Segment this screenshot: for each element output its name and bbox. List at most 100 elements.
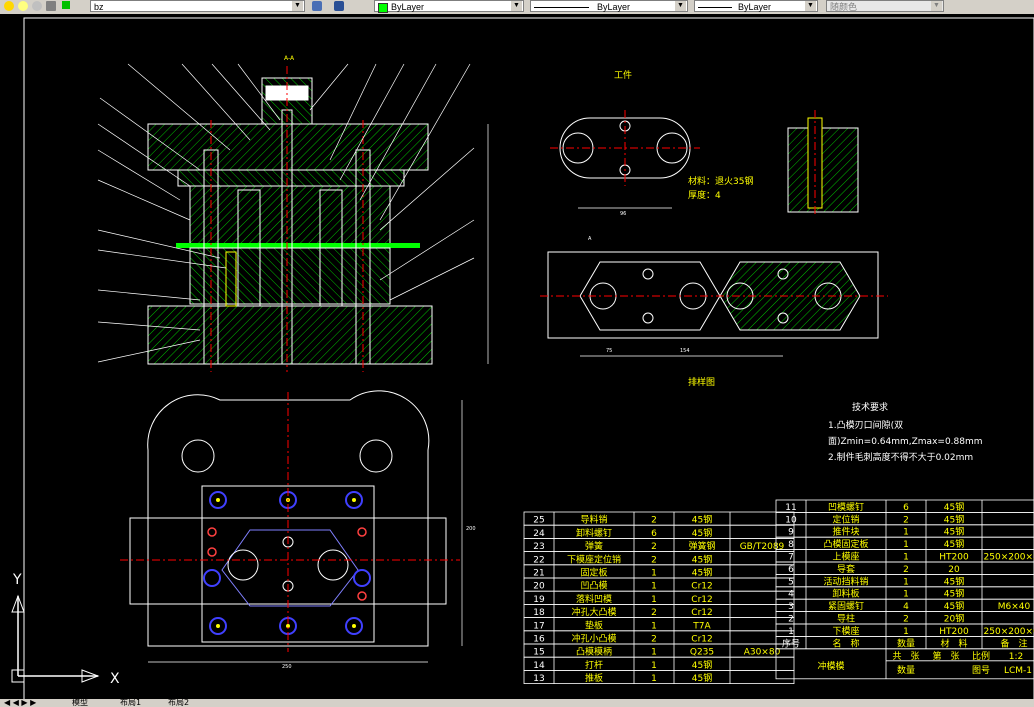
tab-model[interactable]: 模型 xyxy=(72,698,88,707)
bom-cell-qty: 2 xyxy=(651,555,657,565)
bom-cell-name: 卸料螺钉 xyxy=(576,527,612,539)
bom-cell-mat: Cr12 xyxy=(691,582,712,592)
bom-cell-name: 落料凹模 xyxy=(576,593,612,605)
plan-view[interactable]: 250 200 xyxy=(120,390,476,670)
bom-cell-no: 20 xyxy=(533,582,545,592)
layer-previous-icon[interactable] xyxy=(312,1,322,11)
bom-cell-qty: 1 xyxy=(651,569,657,579)
layer-lock-icon[interactable] xyxy=(32,1,42,11)
strip-outline xyxy=(547,251,879,339)
workpiece-title: 工件 xyxy=(614,69,632,81)
lineweight-dropdown[interactable]: ByLayer ▼ xyxy=(694,0,818,12)
bom-cell-no: 10 xyxy=(785,515,797,525)
bom-cell-mat: 45钢 xyxy=(692,672,712,684)
workpiece-view[interactable]: 工件 96 材料：退火35钢 厚度：4 xyxy=(550,69,753,217)
bom-cell-mat: 45钢 xyxy=(944,588,964,600)
bom-cell-qty: 1 xyxy=(903,553,909,563)
bom-cell-qty: 2 xyxy=(903,565,909,575)
dim-200-label: 200 xyxy=(466,526,476,532)
title-block-sheet-no: 第 张 xyxy=(932,650,959,662)
chevron-down-icon[interactable]: ▼ xyxy=(805,1,816,11)
color-dropdown[interactable]: ByLayer ▼ xyxy=(374,0,524,13)
title-block-drawing-no: LCM-1 xyxy=(1004,666,1032,676)
bom-cell-name: 凸模模柄 xyxy=(576,646,612,658)
tab-layout1[interactable]: 布局1 xyxy=(120,698,142,707)
plan-screws xyxy=(203,491,371,635)
detail-view[interactable] xyxy=(787,110,859,214)
assembly-section-view[interactable]: A-A xyxy=(97,55,489,372)
bom-cell-mat: 45钢 xyxy=(692,553,712,565)
bom-cell-name: 卸料板 xyxy=(832,588,859,600)
bom-cell-name: 弹簧 xyxy=(585,540,603,552)
bom-cell-qty: 2 xyxy=(651,516,657,526)
strip-hole-small-3 xyxy=(777,268,789,280)
bom-cell-qty: 1 xyxy=(651,661,657,671)
plan-outline xyxy=(147,390,430,647)
bom-row xyxy=(523,670,795,685)
bom-cell-no: 9 xyxy=(788,528,794,538)
ucs-y-label: Y xyxy=(12,572,22,588)
bom-cell-name: 冲孔大凸模 xyxy=(571,606,616,618)
bom-cell-note: GB/T2089 xyxy=(740,542,785,552)
section-label: A-A xyxy=(284,55,295,62)
strip-hole-small-4 xyxy=(777,312,789,324)
title-block xyxy=(775,648,1034,680)
lineweight-dropdown-value: ByLayer xyxy=(738,2,772,12)
layer-on-icon[interactable] xyxy=(4,1,14,11)
plan-guide-hole-right xyxy=(359,439,393,473)
color-swatch-icon xyxy=(378,2,388,13)
bom-cell-qty: 4 xyxy=(903,602,909,612)
title-block-drawing-no-label: 图号 xyxy=(972,665,990,676)
bom-cell-no: 4 xyxy=(788,590,794,600)
title-block-name: 冲模模 xyxy=(817,660,844,672)
bom-cell-name: 冲孔小凸模 xyxy=(571,633,616,645)
drawing-canvas[interactable]: A-A xyxy=(0,14,1034,700)
tab-nav-arrows-icon[interactable]: ◀ ◀ ▶ ▶ xyxy=(4,698,37,707)
bom-cell-name: 固定板 xyxy=(580,567,607,579)
plotstyle-dropdown[interactable]: 随颜色 ▼ xyxy=(826,0,944,12)
chevron-down-icon[interactable]: ▼ xyxy=(931,1,942,11)
bom-cell-mat: 45钢 xyxy=(944,600,964,612)
bom-cell-mat: 45钢 xyxy=(692,567,712,579)
plan-hole-left xyxy=(227,549,259,581)
bom-cell-mat: Cr12 xyxy=(691,595,712,605)
chevron-down-icon[interactable]: ▼ xyxy=(511,1,522,11)
bom-cell-no: 16 xyxy=(533,635,545,645)
bom-cell-mat: HT200 xyxy=(939,627,969,637)
chevron-down-icon[interactable]: ▼ xyxy=(292,1,303,11)
bom-cell-name: 下模座定位销 xyxy=(567,553,621,565)
detail-section xyxy=(787,127,859,213)
technical-requirements: 技术要求 1.凸模刃口间隙(双 面)Zmin=0.64mm,Zmax=0.88m… xyxy=(828,401,983,463)
bom-cell-no: 24 xyxy=(533,529,545,539)
title-block-scale-value: 1:2 xyxy=(1009,652,1023,662)
layer-freeze-icon[interactable] xyxy=(18,1,28,11)
bom-cell-name: 导柱 xyxy=(837,613,855,625)
bom-cell-no: 21 xyxy=(533,569,544,579)
bom-cell-name: 凸模固定板 xyxy=(823,538,868,550)
title-block-scale-label: 比例 xyxy=(972,650,990,662)
chevron-down-icon[interactable]: ▼ xyxy=(675,1,686,11)
bom-cell-no: 13 xyxy=(533,674,544,684)
strip-material xyxy=(176,243,420,248)
strip-layout-view[interactable]: 154 75 A 排样图 xyxy=(540,236,888,388)
ucs-x-label: X xyxy=(110,671,120,687)
title-block-sheets: 共 张 xyxy=(892,651,919,662)
bom-cell-no: 序号 xyxy=(782,637,800,649)
layer-plot-icon[interactable] xyxy=(46,1,56,11)
layer-dropdown[interactable]: bz ▼ xyxy=(90,0,305,12)
layer-manager-icon[interactable] xyxy=(334,1,344,11)
bom-cell-mat: 45钢 xyxy=(944,575,964,587)
linetype-dropdown[interactable]: ByLayer ▼ xyxy=(530,0,688,12)
tech-title: 技术要求 xyxy=(852,401,888,413)
title-block-qty-label: 数量 xyxy=(897,664,915,676)
bom-cell-no: 14 xyxy=(533,661,545,671)
lineweight-line-icon xyxy=(698,7,732,9)
bom-cell-qty: 2 xyxy=(903,515,909,525)
bom-cell-no: 18 xyxy=(533,608,545,618)
bom-cell-name: 紧固螺钉 xyxy=(828,601,864,612)
bom-cell-no: 19 xyxy=(533,595,545,605)
plotstyle-dropdown-value: 随颜色 xyxy=(830,2,858,12)
tab-layout2[interactable]: 布局2 xyxy=(168,698,190,707)
layer-color-icon[interactable] xyxy=(62,1,70,9)
bom-cell-qty: 1 xyxy=(651,595,657,605)
